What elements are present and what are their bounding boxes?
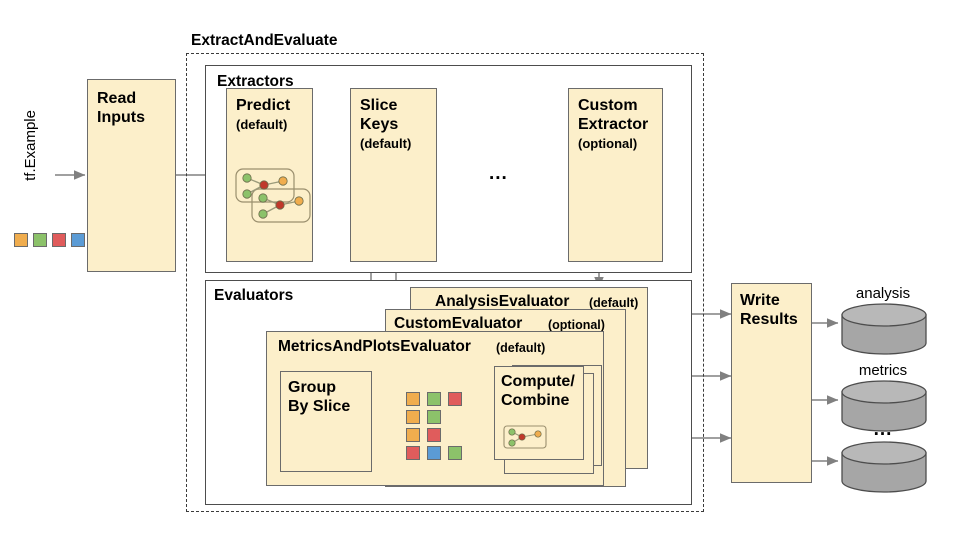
write-results-box[interactable]: Write Results: [731, 283, 812, 483]
extractor-box-custom-extractor[interactable]: Custom Extractor (optional): [568, 88, 663, 262]
custom-evaluator-label: CustomEvaluator: [394, 315, 523, 332]
slice-swatch: [427, 446, 441, 460]
swatch-blue: [71, 233, 85, 247]
slice-swatch: [427, 428, 441, 442]
compute-combine-box[interactable]: Compute/ Combine: [494, 366, 584, 460]
custom-extractor-note: (optional): [578, 136, 638, 151]
input-label: tf.Example: [22, 110, 39, 181]
custom-extractor-label-line2: Extractor: [578, 116, 649, 133]
custom-extractor-label-line1: Custom: [578, 97, 638, 114]
write-results-label-line1: Write: [740, 292, 780, 309]
extractors-ellipsis: ...: [489, 163, 508, 184]
custom-evaluator-note: (optional): [548, 318, 605, 332]
slice-swatch: [406, 392, 420, 406]
output-label-more: ...: [873, 419, 893, 440]
compute-combine-label-line1: Compute/: [501, 373, 575, 390]
read-inputs-label-line2: Inputs: [97, 109, 145, 126]
output-label-metrics: metrics: [858, 362, 908, 379]
group-by-slice-box[interactable]: Group By Slice: [280, 371, 372, 472]
predict-note: (default): [236, 117, 288, 132]
slice-swatch: [427, 410, 441, 424]
output-label-analysis: analysis: [855, 285, 911, 302]
extract-and-evaluate-title: ExtractAndEvaluate: [191, 32, 338, 49]
swatch-orange: [14, 233, 28, 247]
extractor-box-predict[interactable]: Predict (default): [226, 88, 313, 262]
metrics-evaluator-label: MetricsAndPlotsEvaluator: [278, 338, 471, 355]
swatch-red: [52, 233, 66, 247]
read-inputs-label-line1: Read: [97, 90, 137, 107]
analysis-evaluator-label: AnalysisEvaluator: [435, 293, 570, 310]
slice-swatch: [406, 428, 420, 442]
swatch-green: [33, 233, 47, 247]
compute-combine-label-line2: Combine: [501, 392, 570, 409]
slice-swatch: [406, 446, 420, 460]
predict-label: Predict: [236, 97, 291, 114]
slice-swatch: [448, 446, 462, 460]
analysis-evaluator-note: (default): [589, 296, 639, 310]
cylinder-metrics[interactable]: [838, 380, 930, 434]
slice-swatch: [448, 392, 462, 406]
slice-keys-label-line2: Keys: [360, 116, 399, 133]
cylinder-analysis[interactable]: [838, 303, 930, 357]
write-results-label-line2: Results: [740, 311, 798, 328]
evaluators-group-label: Evaluators: [214, 287, 294, 304]
slice-swatch: [406, 410, 420, 424]
cylinder-more[interactable]: [838, 441, 930, 495]
compute-graph-icon: [503, 425, 547, 449]
slice-swatch: [427, 392, 441, 406]
metrics-evaluator-note: (default): [496, 341, 546, 355]
slice-swatches: [406, 392, 468, 464]
input-swatches: [14, 233, 85, 249]
slice-keys-note: (default): [360, 136, 412, 151]
extract-and-evaluate-group: [186, 53, 704, 512]
slice-keys-label-line1: Slice: [360, 97, 398, 114]
extractor-box-slice-keys[interactable]: Slice Keys (default): [350, 88, 437, 262]
extractors-group-label: Extractors: [217, 73, 294, 90]
read-inputs-box[interactable]: Read Inputs: [87, 79, 176, 272]
group-by-slice-label-line1: Group: [288, 379, 336, 396]
model-graph-icon: [235, 168, 311, 223]
group-by-slice-label-line2: By Slice: [288, 398, 351, 415]
